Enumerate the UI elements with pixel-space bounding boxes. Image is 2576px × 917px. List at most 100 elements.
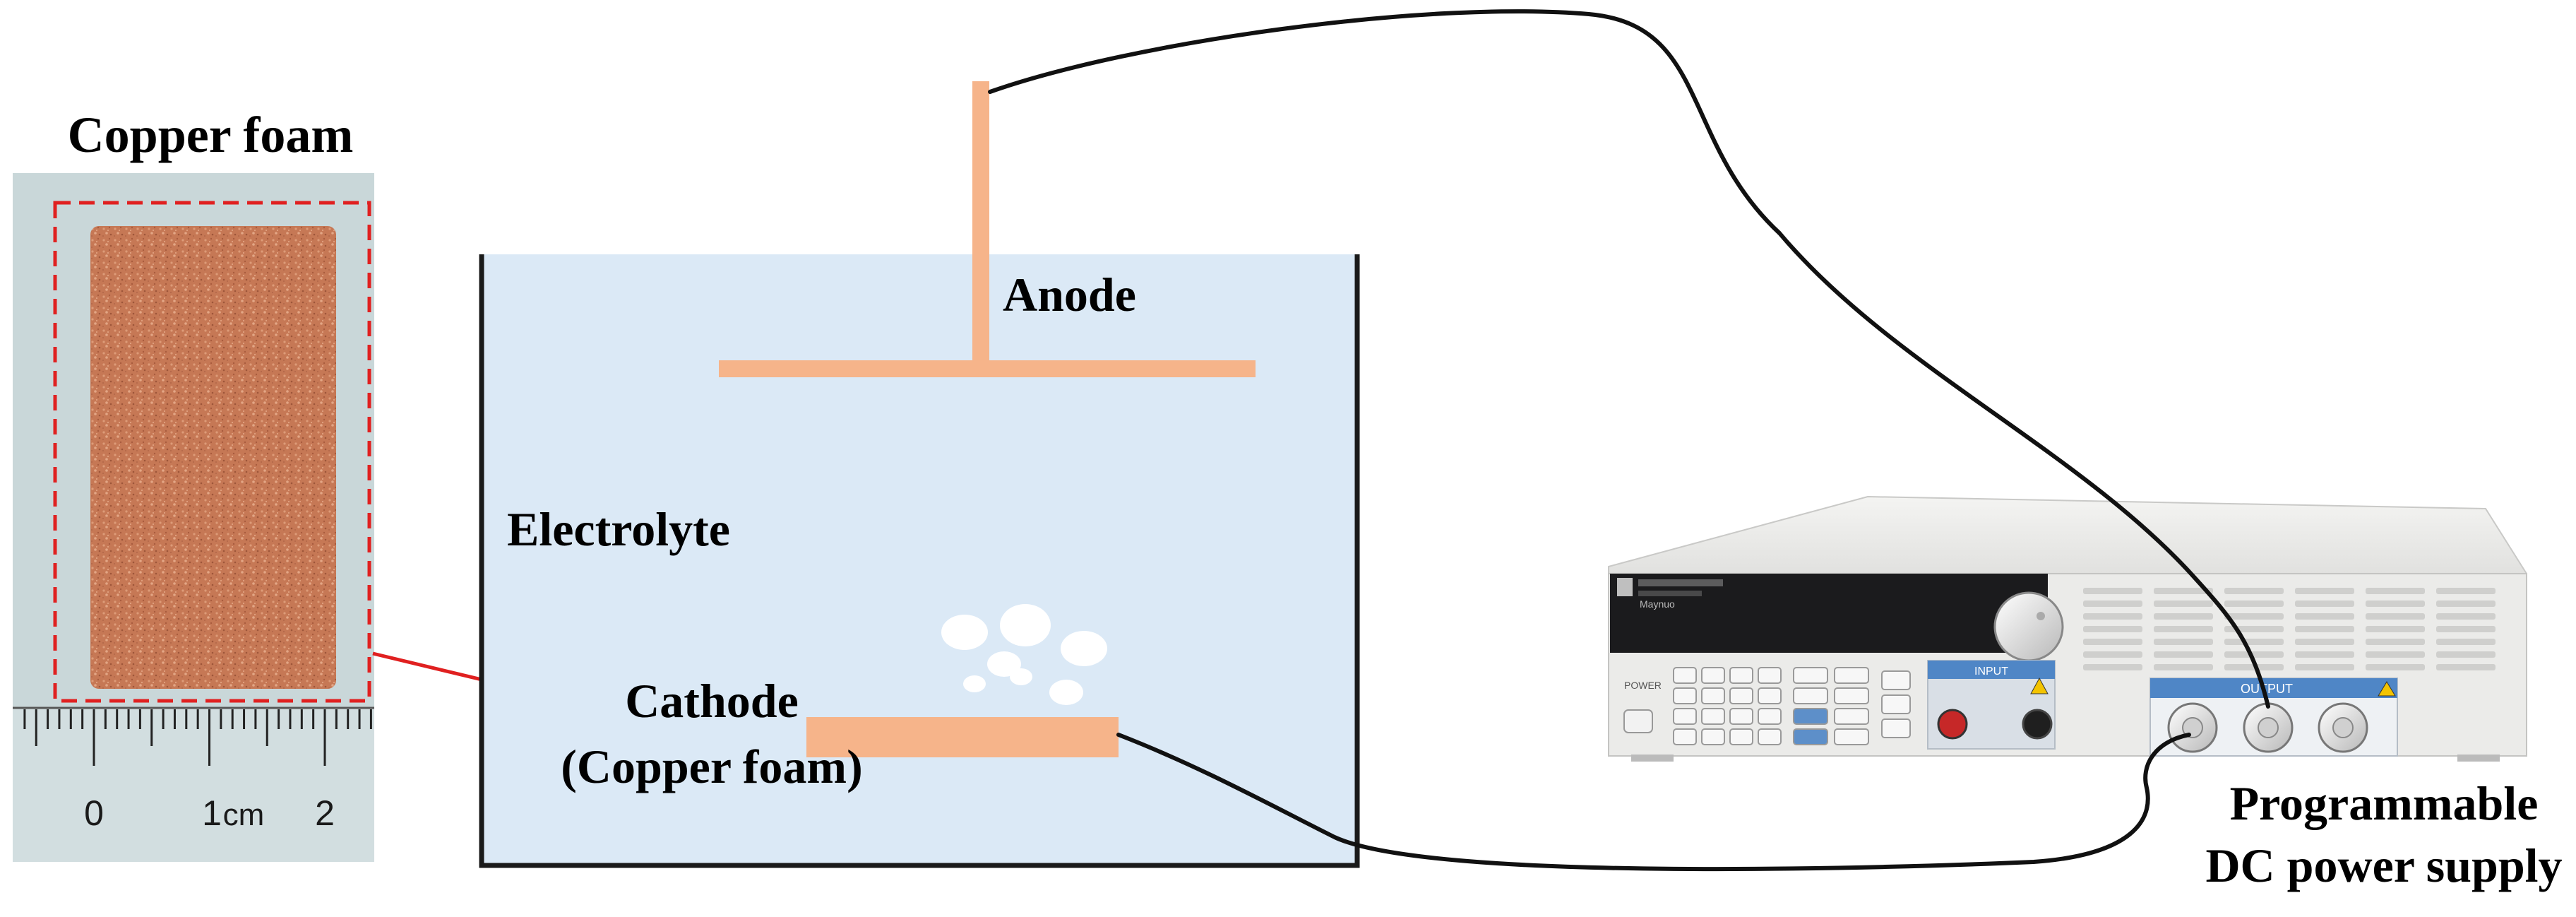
- vent-slot: [2436, 639, 2496, 645]
- keypad-button[interactable]: [1729, 687, 1753, 704]
- function-key[interactable]: [1834, 667, 1869, 684]
- power-label: POWER: [1624, 680, 1662, 691]
- input-terminal-negative[interactable]: [2022, 709, 2053, 740]
- copper-foam-sample: [90, 226, 336, 689]
- bubble: [1061, 631, 1107, 666]
- power-supply-sublabel: DC power supply: [2205, 839, 2562, 892]
- output-terminal-negative[interactable]: [2167, 702, 2218, 753]
- anode-rod: [972, 81, 989, 369]
- vent-slot: [2436, 613, 2496, 620]
- keypad-button[interactable]: [1701, 728, 1725, 745]
- function-key[interactable]: [1834, 708, 1869, 725]
- vent-slot: [2295, 588, 2354, 594]
- display-panel: [1610, 574, 2048, 653]
- keypad-button[interactable]: [1701, 687, 1725, 704]
- keypad-button[interactable]: [1673, 708, 1697, 725]
- keypad-button[interactable]: [1701, 667, 1725, 684]
- electrolyte-fill: [482, 254, 1357, 865]
- function-key[interactable]: [1834, 687, 1869, 704]
- vent-slot: [2366, 626, 2425, 632]
- input-terminal-positive[interactable]: [1937, 709, 1968, 740]
- bubble: [1000, 604, 1051, 646]
- vent-slot: [2083, 613, 2142, 620]
- vent-slot: [2083, 639, 2142, 645]
- bubble: [1049, 680, 1083, 705]
- vent-slot: [2366, 639, 2425, 645]
- output-terminal-positive[interactable]: [2243, 702, 2294, 753]
- keypad-button[interactable]: [1729, 728, 1753, 745]
- output-terminal-ground[interactable]: [2318, 702, 2368, 753]
- keypad-button[interactable]: [1758, 687, 1782, 704]
- bubble: [963, 675, 986, 692]
- ruler-mark-2: 2: [315, 793, 335, 833]
- vent-slot: [2083, 626, 2142, 632]
- main-control-knob[interactable]: [1993, 591, 2064, 662]
- copper-foam-photo: 0 1 cm 2: [13, 173, 374, 862]
- ruler: 0 1 cm 2: [13, 706, 374, 862]
- vent-slot: [2295, 613, 2354, 620]
- power-supply-label: Programmable: [2230, 776, 2539, 830]
- vent-slot: [2224, 613, 2284, 620]
- vent-slot: [2154, 639, 2213, 645]
- function-key[interactable]: [1834, 728, 1869, 745]
- vent-slot: [2295, 626, 2354, 632]
- vent-slot: [2224, 588, 2284, 594]
- vent-slot: [2295, 664, 2354, 670]
- function-key[interactable]: [1793, 708, 1828, 725]
- vent-slot: [2436, 664, 2496, 670]
- output-label: OUTPUT: [2241, 682, 2293, 696]
- vent-slot: [2083, 651, 2142, 658]
- keypad-button[interactable]: [1701, 708, 1725, 725]
- function-key[interactable]: [1793, 728, 1828, 745]
- ruler-unit: cm: [223, 798, 265, 832]
- keypad-button[interactable]: [1758, 667, 1782, 684]
- keypad-button[interactable]: [1729, 708, 1753, 725]
- vent-slot: [2366, 588, 2425, 594]
- ruler-mark-1: 1: [202, 793, 222, 833]
- function-key[interactable]: [1793, 687, 1828, 704]
- vent-slot: [2436, 588, 2496, 594]
- power-switch[interactable]: [1623, 709, 1653, 733]
- vent-slot: [2295, 651, 2354, 658]
- keypad-button[interactable]: [1673, 687, 1697, 704]
- arrow-key[interactable]: [1881, 718, 1911, 738]
- anode: [719, 81, 1256, 377]
- gas-bubbles: [941, 604, 1107, 705]
- input-label: INPUT: [1974, 665, 2008, 678]
- keypad-button[interactable]: [1758, 728, 1782, 745]
- vent-slot: [2295, 639, 2354, 645]
- copper-foam-title: Copper foam: [68, 107, 354, 163]
- keypad-button[interactable]: [1673, 728, 1697, 745]
- keypad-button[interactable]: [1758, 708, 1782, 725]
- vent-slot: [2224, 601, 2284, 607]
- ventilation-grille: [2083, 588, 2496, 670]
- vent-slot: [2366, 651, 2425, 658]
- arrow-key[interactable]: [1881, 694, 1911, 714]
- vent-slot: [2083, 664, 2142, 670]
- vent-slot: [2366, 613, 2425, 620]
- vent-slot: [2224, 651, 2284, 658]
- anode-wire: [988, 9, 2270, 709]
- electrolyte-label: Electrolyte: [507, 502, 730, 556]
- keypad-button[interactable]: [1673, 667, 1697, 684]
- vent-slot: [2436, 651, 2496, 658]
- anode-plate: [719, 360, 1256, 377]
- cathode-label: Cathode: [625, 674, 799, 728]
- function-key[interactable]: [1793, 667, 1828, 684]
- arrow-key[interactable]: [1881, 670, 1911, 690]
- sample-highlight-box: [53, 201, 371, 703]
- dc-power-supply: Maynuo POWER INPUT OUTPUT: [1608, 495, 2527, 762]
- keypad-button[interactable]: [1729, 667, 1753, 684]
- vent-slot: [2436, 626, 2496, 632]
- vent-slot: [2154, 664, 2213, 670]
- cathode-plate: [806, 717, 1119, 757]
- bubble: [941, 615, 988, 650]
- vent-slot: [2154, 613, 2213, 620]
- vent-slot: [2154, 601, 2213, 607]
- bubble: [1010, 668, 1032, 685]
- brand-text: Maynuo: [1640, 598, 1675, 610]
- vent-slot: [2366, 664, 2425, 670]
- vent-slot: [2366, 601, 2425, 607]
- vent-slot: [2154, 588, 2213, 594]
